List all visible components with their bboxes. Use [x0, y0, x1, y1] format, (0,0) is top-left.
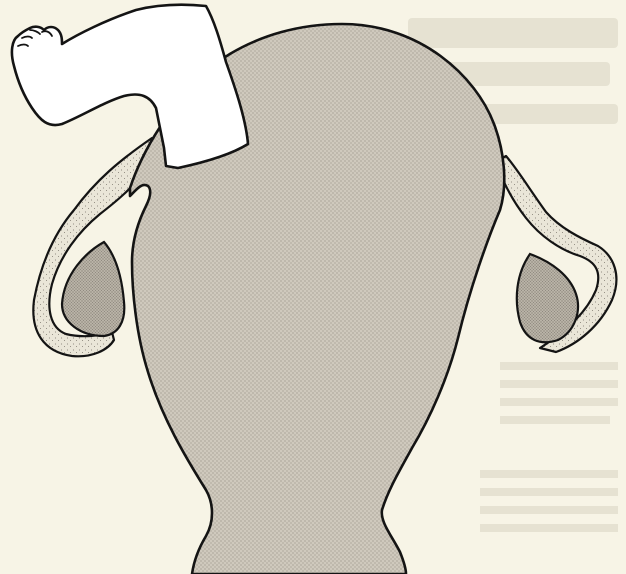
fetal-leg: [12, 5, 248, 168]
ovary-left: [62, 242, 124, 336]
ovary-right: [517, 254, 578, 342]
